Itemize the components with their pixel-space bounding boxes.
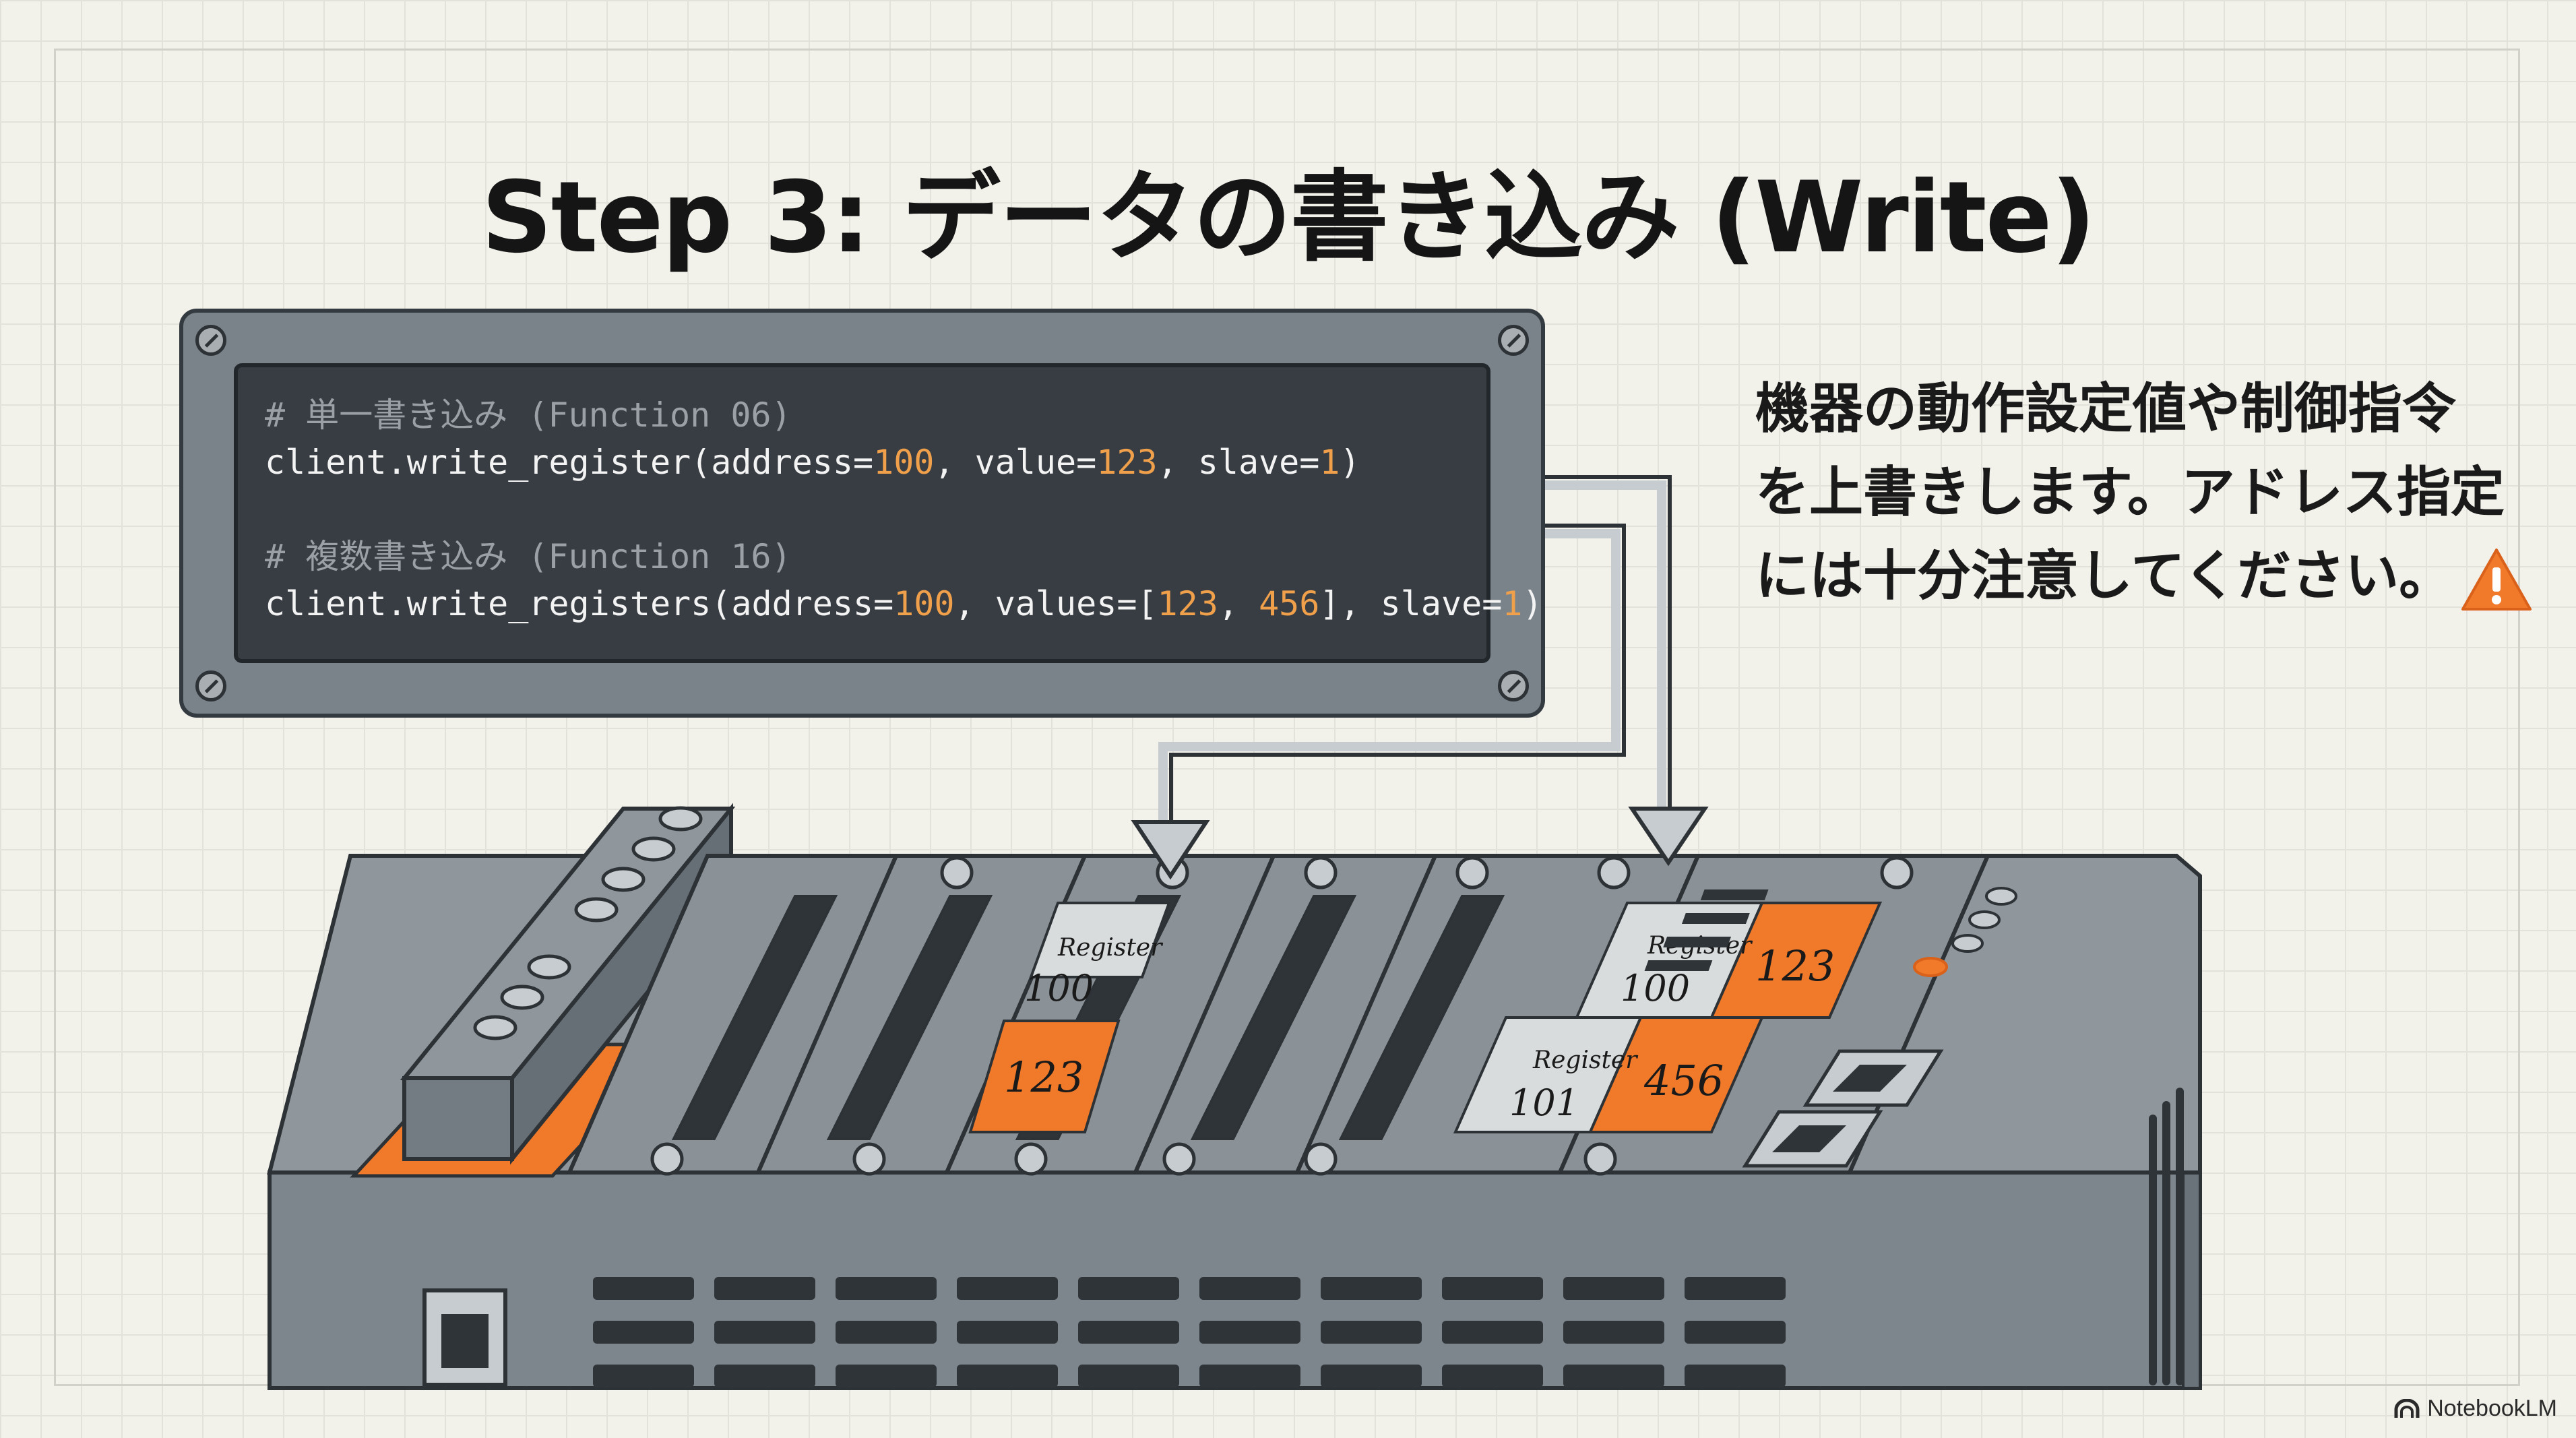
code-arg: address= [731, 584, 894, 623]
write-arrows [1158, 475, 1672, 829]
screw-icon [195, 670, 226, 701]
code-number: 123 [1157, 584, 1218, 623]
brand-watermark: NotebookLM [2393, 1396, 2557, 1422]
description-line: 機器の動作設定値や制御指令 [1755, 377, 2456, 440]
code-number: 456 [1259, 584, 1320, 623]
description-line-text: には十分注意してください。 [1755, 544, 2453, 607]
register-value: 456 [1643, 1056, 1724, 1105]
notebooklm-logo-icon [2394, 1398, 2420, 1418]
code-separator: , [1218, 584, 1259, 623]
register-address: 100 [1024, 967, 1094, 1009]
code-number: 123 [1096, 443, 1158, 482]
brand-name: NotebookLM [2427, 1396, 2557, 1421]
arrow-head-multi [1628, 807, 1709, 867]
arrow-head-single [1131, 820, 1210, 880]
code-comment-multi-write: # 複数書き込み (Function 16) [265, 537, 792, 576]
slide-title: Step 3: データの書き込み (Write) [481, 160, 2096, 275]
vent-grille [593, 1277, 1786, 1387]
code-panel: # 単一書き込み (Function 06) client.write_regis… [179, 309, 1545, 718]
code-arg: , slave= [1157, 443, 1320, 482]
single-register-display [968, 902, 1171, 1133]
code-number: 100 [873, 443, 935, 482]
lan-port-icon [422, 1288, 507, 1387]
register-label: Register [1057, 934, 1163, 962]
code-function: client.write_registers( [265, 584, 732, 623]
module-screws [650, 856, 1914, 1176]
code-line-write-registers: client.write_registers(address=100, valu… [265, 580, 1543, 627]
code-number: 1 [1319, 443, 1340, 482]
cpu-module [1644, 854, 2202, 1175]
register-value: 123 [1004, 1053, 1083, 1102]
register-address: 101 [1509, 1082, 1579, 1124]
description-line: には十分注意してください。 [1755, 534, 2532, 618]
code-arg: address= [711, 443, 874, 482]
screw-icon [195, 325, 226, 356]
side-vents [2149, 1088, 2184, 1385]
code-comment-single-write: # 単一書き込み (Function 06) [265, 396, 792, 435]
description-text: 機器の動作設定値や制御指令 を上書きします。アドレス指定 には十分注意してくださ… [1755, 367, 2532, 618]
code-arg: ], slave= [1319, 584, 1503, 623]
code-arg: , value= [934, 443, 1097, 482]
code-paren: ) [1340, 443, 1360, 482]
terminal-block [350, 803, 736, 1178]
code-number: 100 [893, 584, 955, 623]
register-label: Register [1532, 1046, 1638, 1074]
status-led-icon [1913, 957, 1948, 977]
code-number: 1 [1502, 584, 1523, 623]
code-function: client.write_register( [265, 443, 712, 482]
description-line: を上書きします。アドレス指定 [1755, 461, 2505, 524]
screw-icon [1498, 670, 1529, 701]
register-address: 100 [1621, 967, 1690, 1009]
code-paren: ) [1522, 584, 1543, 623]
code-arg: , values=[ [954, 584, 1158, 623]
screw-icon [1498, 325, 1529, 356]
code-block: # 単一書き込み (Function 06) client.write_regis… [234, 363, 1543, 663]
warning-triangle-icon [2461, 549, 2532, 611]
code-line-write-register: client.write_register(address=100, value… [265, 439, 1459, 486]
register-value: 123 [1755, 941, 1835, 991]
